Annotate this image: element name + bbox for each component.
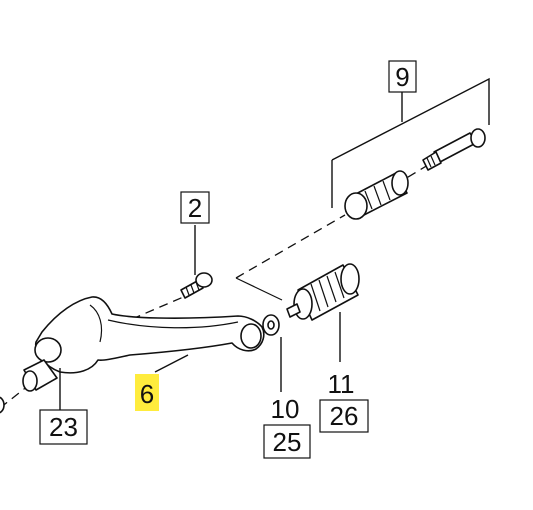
callout-9: 9 <box>388 60 417 93</box>
callout-26-text: 26 <box>330 401 359 431</box>
callout-6-highlighted: 6 <box>135 374 159 411</box>
washer-part-10 <box>262 314 280 336</box>
callout-11-text: 11 <box>328 369 355 399</box>
callout-2: 2 <box>180 191 210 224</box>
callout-11: 11 <box>328 369 355 399</box>
shift-lever-part-6 <box>22 296 265 392</box>
callout-9-bracket <box>331 77 490 208</box>
screw-part-2 <box>180 272 213 299</box>
leader-lines <box>59 225 341 410</box>
partial-part-left-edge <box>0 396 5 414</box>
callout-23-text: 23 <box>49 412 78 442</box>
callout-25: 25 <box>263 424 311 459</box>
callout-23: 23 <box>39 409 88 445</box>
footpeg-rubber-part-11 <box>286 263 360 321</box>
callout-9-text: 9 <box>395 62 409 92</box>
callout-10-text: 10 <box>271 394 300 424</box>
callout-26: 26 <box>319 399 369 433</box>
rubber-sleeve-part-9 <box>344 170 409 220</box>
bolt-part-9 <box>422 128 486 171</box>
callout-2-text: 2 <box>188 193 202 223</box>
callout-25-text: 25 <box>273 427 302 457</box>
callout-10: 10 <box>271 394 300 424</box>
callout-6-text: 6 <box>140 379 154 409</box>
